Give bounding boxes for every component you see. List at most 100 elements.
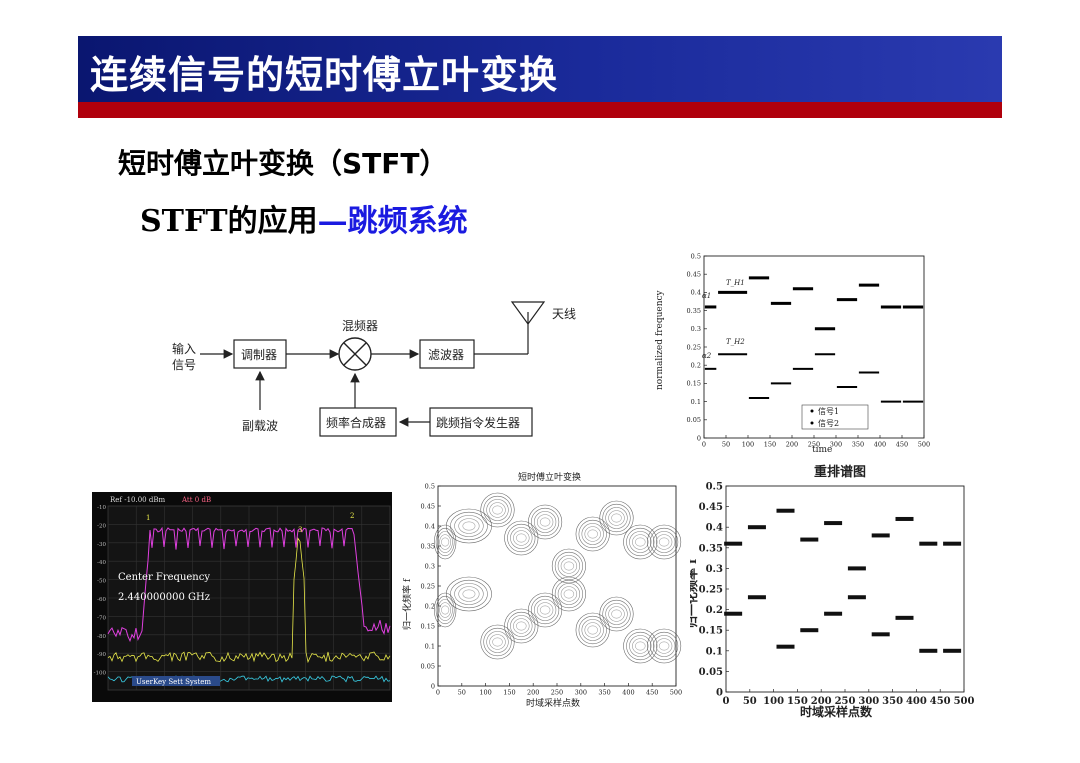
analyzer-att-label: Att 0 dB	[181, 496, 211, 504]
chart1-y-tick-label: 0.05	[687, 416, 701, 424]
chart2-contour-ring	[458, 586, 480, 602]
analyzer-y-tick-label: -60	[97, 597, 106, 603]
chart2-contour-ring	[605, 507, 628, 529]
chart3-x-tick-label: 300	[858, 696, 879, 707]
chart2-contour-ring	[480, 624, 515, 660]
chart3-plot-frame	[725, 485, 965, 693]
chart2-contour-ring	[531, 507, 560, 537]
chart2-contour-ring	[611, 609, 622, 619]
chart2-contour-ring	[557, 583, 581, 605]
antenna-label: 天线	[552, 307, 576, 321]
chart2-contour-ring	[435, 527, 455, 557]
chart2-contour-ring	[647, 628, 682, 664]
chart2-x-tick-label: 50	[458, 689, 466, 697]
chart1-ylabel: normalized frequency	[655, 289, 665, 390]
chart1-x-tick-label: 400	[874, 441, 886, 449]
chart1-y-tick-label: 0.45	[687, 270, 701, 278]
chart3-energy-mark	[847, 566, 866, 571]
chart2-contour-ring	[602, 503, 631, 533]
chart2-contour-ring	[584, 526, 601, 542]
chart2-contour-ring	[533, 511, 557, 533]
chart2-y-tick-label: 0.05	[421, 662, 435, 670]
chart3-energy-mark	[800, 537, 819, 542]
modulator-label: 调制器	[241, 348, 277, 362]
chart3-x-tick-label: 150	[787, 696, 808, 707]
chart2-contour-ring	[439, 602, 451, 618]
chart3-y-tick-label: 0.4	[706, 523, 723, 534]
chart2-contour-ring	[454, 515, 484, 537]
analyzer-y-tick-label: -30	[97, 542, 106, 548]
analyzer-ref-label: Ref -10.00 dBm	[110, 496, 165, 504]
chart2-y-tick-label: 0.3	[425, 562, 435, 570]
analyzer-trace-yellow	[107, 537, 391, 664]
chart2-x-tick-label: 250	[551, 689, 563, 697]
chart2-contour-ring	[626, 527, 655, 557]
chart3-energy-mark	[871, 632, 890, 637]
chart2-contour-ring	[551, 576, 586, 612]
chart1-x-tick-label: 250	[808, 441, 820, 449]
chart2-contour-ring	[536, 602, 554, 618]
chart2-contour-ring	[462, 589, 476, 599]
chart3-y-tick-label: 0.5	[706, 482, 723, 493]
chart2-y-tick-label: 0.2	[425, 602, 435, 610]
chart2-y-tick-label: 0.4	[425, 522, 435, 530]
chart2-contour-ring	[486, 631, 509, 653]
chart1-legend	[801, 404, 869, 430]
chart2-contour-ring	[554, 579, 583, 609]
chart2-contour-ring	[516, 533, 527, 543]
chart2-contour-ring	[450, 579, 488, 609]
subcarrier-label: 副载波	[242, 419, 278, 433]
input-label-2: 信号	[172, 358, 196, 372]
chart1-annot-a2: α2	[702, 352, 712, 360]
chart2-contour-ring	[581, 523, 604, 545]
synthesizer-box	[319, 407, 397, 437]
chart2-contour-ring	[489, 634, 506, 650]
chart2-contour-ring	[531, 595, 560, 625]
chart2-contour-ring	[441, 605, 450, 615]
chart2-contour-ring	[434, 524, 457, 560]
chart3-energy-mark	[747, 525, 766, 530]
chart1-y-tick-label: 0.4	[691, 289, 701, 297]
analyzer-marker-3: 3	[298, 526, 302, 534]
chart1-annot-th2: T_H2	[726, 338, 745, 346]
chart2-contour-ring	[608, 510, 625, 526]
chart3-energy-mark	[724, 611, 743, 616]
chart2-contour-ring	[635, 641, 646, 651]
chart3-energy-mark	[824, 611, 843, 616]
slide-subtitle: 短时傅立叶变换（STFT）	[118, 147, 448, 180]
chart2-contour-ring	[539, 517, 551, 527]
chart2-contour-ring	[554, 551, 583, 581]
chart2-contour-ring	[441, 537, 450, 547]
chart3-energy-mark	[724, 541, 743, 546]
chart2-x-tick-label: 300	[575, 689, 587, 697]
chart2-y-tick-label: 0.35	[421, 542, 435, 550]
chart2-contour-ring	[629, 531, 652, 553]
chart2-contour-ring	[507, 523, 536, 553]
chart3-y-tick-label: 0.25	[699, 585, 723, 596]
chart2-contour-ring	[635, 537, 646, 547]
chart1-y-tick-label: 0.15	[687, 380, 701, 388]
chart3-xlabel: 时域采样点数	[800, 704, 873, 719]
chart2-contour-ring	[510, 527, 533, 549]
chart1-legend-2: 信号2	[818, 418, 839, 428]
chart3-energy-mark	[943, 541, 962, 546]
chart2-x-tick-label: 200	[527, 689, 539, 697]
chart2-contour-ring	[632, 534, 649, 550]
chart2-contour-ring	[611, 513, 622, 523]
chart1-x-tick-label: 450	[896, 441, 908, 449]
chart3-x-tick-label: 200	[811, 696, 832, 707]
analyzer-y-tick-label: -10	[97, 505, 106, 511]
hop-generator-label: 跳频指令发生器	[436, 415, 520, 430]
chart1-x-tick-label: 0	[702, 441, 706, 449]
chart2-contour-ring	[513, 530, 530, 546]
chart3-energy-mark	[824, 521, 843, 526]
heading-highlight: 跳频系统	[347, 204, 468, 239]
chart2-contour-ring	[602, 599, 631, 629]
antenna-icon	[510, 301, 546, 326]
chart2-contour-ring	[658, 537, 670, 547]
chart2-contour-ring	[629, 635, 652, 657]
chart3-energy-mark	[747, 595, 766, 600]
chart2-y-tick-label: 0.25	[421, 582, 435, 590]
analyzer-center-frequency-value: 2.440000000 GHz	[118, 592, 210, 603]
